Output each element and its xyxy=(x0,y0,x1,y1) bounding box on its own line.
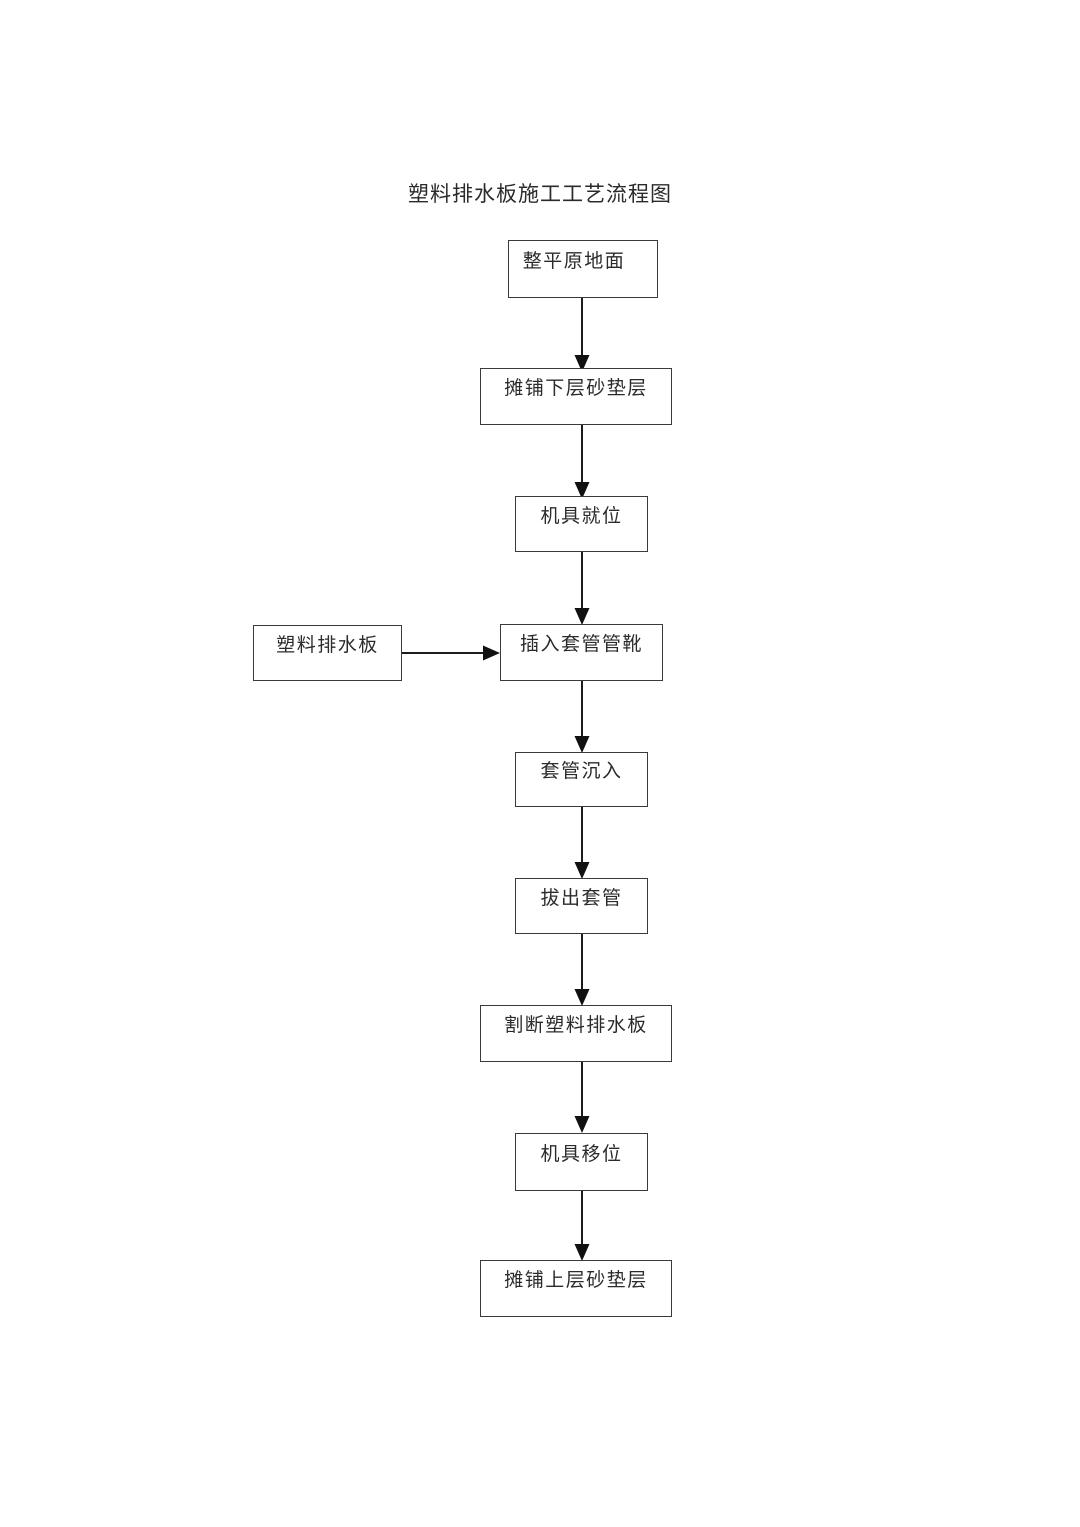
node-cut-drainage-board[interactable]: 割断塑料排水板 xyxy=(480,1005,672,1062)
node-machine-reposition[interactable]: 机具移位 xyxy=(515,1133,648,1191)
edge-n2-n3 xyxy=(574,425,590,499)
page-title: 塑料排水板施工工艺流程图 xyxy=(408,182,672,206)
node-machine-in-position[interactable]: 机具就位 xyxy=(515,496,648,552)
edge-n6-n7 xyxy=(574,933,590,1006)
node-level-ground[interactable]: 整平原地面 xyxy=(508,240,658,298)
node-label: 套管沉入 xyxy=(540,760,623,782)
node-label: 摊铺下层砂垫层 xyxy=(504,377,648,399)
edge-n1-n2 xyxy=(574,298,590,372)
edge-n7-n8 xyxy=(574,1061,590,1133)
edge-n5-n6 xyxy=(574,806,590,879)
edge-n3-n4 xyxy=(574,552,590,625)
node-insert-casing-shoe[interactable]: 插入套管管靴 xyxy=(500,624,663,681)
node-plastic-drainage-board-material[interactable]: 塑料排水板 xyxy=(253,625,402,681)
node-label: 机具移位 xyxy=(540,1142,623,1165)
node-lay-lower-sand-cushion[interactable]: 摊铺下层砂垫层 xyxy=(480,368,672,425)
edge-n4-n5 xyxy=(574,681,590,753)
node-label: 拔出套管 xyxy=(540,886,623,909)
node-pull-out-casing[interactable]: 拔出套管 xyxy=(515,878,648,934)
node-label: 插入套管管靴 xyxy=(519,633,643,655)
node-label: 整平原地面 xyxy=(522,249,626,272)
edge-s1-n4 xyxy=(402,645,500,661)
node-label: 机具就位 xyxy=(540,504,623,527)
node-lay-upper-sand-cushion[interactable]: 摊铺上层砂垫层 xyxy=(480,1260,672,1317)
node-label: 塑料排水板 xyxy=(276,633,379,656)
node-casing-sinking[interactable]: 套管沉入 xyxy=(515,752,648,807)
node-label: 摊铺上层砂垫层 xyxy=(504,1269,648,1291)
edge-n8-n9 xyxy=(574,1190,590,1261)
node-label: 割断塑料排水板 xyxy=(504,1014,648,1036)
